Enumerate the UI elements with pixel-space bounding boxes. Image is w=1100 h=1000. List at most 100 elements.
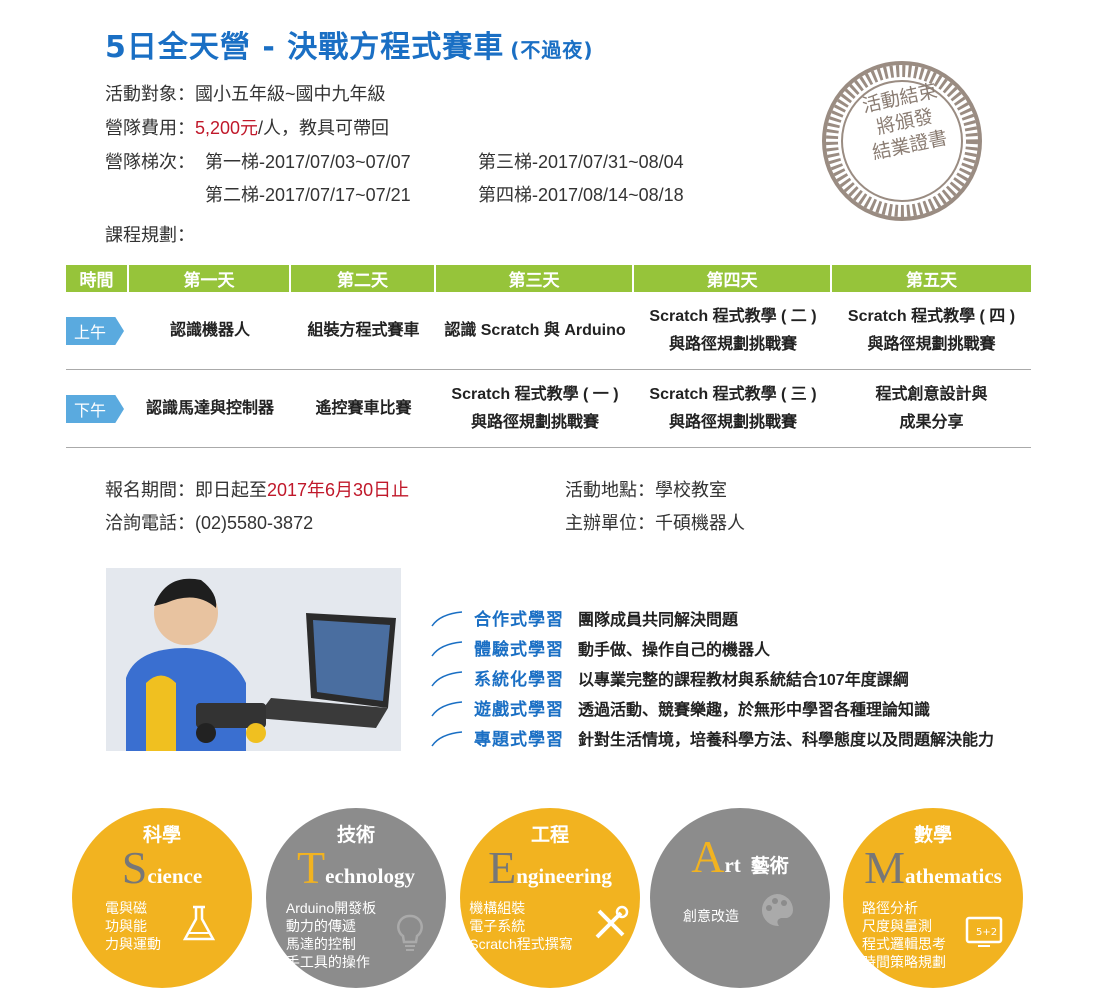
steam-item: 馬達的控制 [285,936,356,952]
target-value: 國小五年級~國中九年級 [195,84,386,104]
student-laptop-image [106,568,401,751]
lightbulb-icon [394,912,426,957]
fee-row: 營隊費用：5,200元/人，教具可帶回 [105,114,389,140]
session-1: 第一梯-2017/07/03~07/07 [205,152,411,172]
learning-mode-name: 專題式學習 [474,730,564,749]
contact-phone: 洽詢電話：(02)5580-3872 [105,513,314,533]
steam-item: 程式邏輯思考 [862,936,946,952]
steam-en-label: Technology [297,845,415,891]
steam-zh-label: 數學 [913,825,952,846]
steam-item: Scratch程式撰寫 [469,936,573,952]
session-4: 第四梯-2017/08/14~08/18 [478,185,684,205]
steam-item: 機構組裝 [469,900,526,916]
swoosh-line-icon [431,670,463,686]
learning-mode-desc: 針對生活情境，培養科學方法、科學態度以及問題解決能力 [578,731,995,749]
header-day1: 第一天 [129,265,291,292]
steam-item: 時間策略規劃 [862,954,946,970]
steam-item: Arduino開發板 [285,900,377,916]
registration-period: 報名期間：即日起至2017年6月30日止 [105,480,410,500]
pm-day5: 程式創意設計與成果分享 [875,386,988,431]
registration-deadline: 2017年6月30日止 [267,480,410,500]
title-main: 5日全天營 - 決戰方程式賽車 [105,30,505,65]
organizer: 主辦單位：千碩機器人 [565,513,745,533]
steam-item: 力與運動 [105,936,161,952]
learning-mode-name: 體驗式學習 [474,640,564,659]
target-row: 活動對象：國小五年級~國中九年級 [105,80,386,106]
steam-zh-label: 藝術 [750,856,789,877]
page-title: 5日全天營 - 決戰方程式賽車(不過夜) [105,22,594,66]
schedule-row-pm: 下午 認識馬達與控制器 遙控賽車比賽 Scratch 程式教學 ( 一 )與路徑… [66,371,1031,448]
am-day5: Scratch 程式教學 ( 四 )與路徑規劃挑戰賽 [847,308,1016,353]
flask-icon [179,903,219,948]
steam-item: 電與磁 [105,900,147,916]
steam-items: Arduino開發板動力的傳遞馬達的控制手工具的操作 [286,899,376,971]
student-photo [106,568,401,751]
header-day2: 第二天 [291,265,436,292]
am-day2: 組裝方程式賽車 [307,322,420,339]
session-3: 第三梯-2017/07/31~08/04 [478,152,684,172]
am-day4: Scratch 程式教學 ( 二 )與路徑規劃挑戰賽 [649,308,817,353]
sessions-label: 營隊梯次： [105,152,195,172]
steam-zh-label: 科學 [142,825,181,846]
pm-day1: 認識馬達與控制器 [145,400,274,417]
steam-letter: S [121,842,148,893]
learning-mode-desc: 透過活動、競賽樂趣，於無形中學習各種理論知識 [578,701,931,719]
am-day3: 認識 Scratch 與 Arduino [444,322,626,339]
steam-item: 功與能 [105,918,147,934]
tools-icon [591,903,631,948]
steam-item: 尺度與量測 [862,918,932,934]
learning-mode-name: 系統化學習 [474,670,564,689]
steam-letter: M [864,842,906,893]
schedule-row-am: 上午 認識機器人 組裝方程式賽車 認識 Scratch 與 Arduino Sc… [66,293,1031,370]
learning-mode-name: 遊戲式學習 [474,700,564,719]
am-tag: 上午 [66,317,124,345]
steam-word: cience [147,864,203,888]
steam-word: echnology [325,864,415,888]
course-label: 課程規劃： [105,225,195,245]
header-day3: 第三天 [436,265,634,292]
learning-mode-item: 合作式學習團隊成員共同解決問題 [430,605,738,630]
pm-tag: 下午 [66,395,124,423]
steam-items: 機構組裝電子系統 Scratch程式撰寫 [469,899,572,953]
steam-zh-label: 工程 [530,825,569,846]
steam-en-label: Engineering [488,845,612,891]
steam-items: 電與磁功與能力與運動 [105,899,161,953]
header-day4: 第四天 [634,265,832,292]
learning-mode-name: 合作式學習 [474,610,564,629]
steam-word: rt [724,853,741,877]
steam-item: 動力的傳遞 [285,918,356,934]
learning-mode-desc: 以專業完整的課程教材與系統結合107年度課綱 [578,671,909,689]
learning-mode-desc: 動手做、操作自己的機器人 [578,641,771,659]
steam-items: 路徑分析尺度與量測程式邏輯思考時間策略規劃 [862,899,946,971]
target-label: 活動對象： [105,84,195,104]
palette-icon [757,890,797,935]
steam-word: ngineering [516,864,612,888]
steam-item: 創意改造 [683,907,739,924]
swoosh-line-icon [431,730,463,746]
swoosh-line-icon [431,640,463,656]
pm-day2: 遙控賽車比賽 [315,400,412,417]
chalkboard-icon: 5+2 [964,914,1004,955]
steam-letter: A [691,831,725,882]
steam-en-label: Art 藝術 [691,834,789,880]
steam-item: 手工具的操作 [285,954,370,970]
fee-rest: /人，教具可帶回 [258,118,390,138]
learning-mode-desc: 團隊成員共同解決問題 [578,611,739,629]
steam-circle: Art 藝術創意改造 [650,808,830,988]
fee-price: 5,200元 [195,118,259,138]
steam-item: 路徑分析 [862,900,918,916]
steam-items: 創意改造 [683,907,739,925]
pm-day3: Scratch 程式教學 ( 一 )與路徑規劃挑戰賽 [451,386,619,431]
stamp-seal-icon [822,61,982,221]
steam-letter: T [297,842,326,893]
steam-en-label: Science [122,845,203,891]
pm-day4: Scratch 程式教學 ( 三 )與路徑規劃挑戰賽 [649,386,817,431]
steam-zh-label: 技術 [336,825,375,846]
learning-mode-item: 專題式學習針對生活情境，培養科學方法、科學態度以及問題解決能力 [430,725,994,750]
steam-item: 電子系統 [469,918,526,934]
completion-stamp: 活動結束 將頒發 結業證書 [810,55,990,225]
